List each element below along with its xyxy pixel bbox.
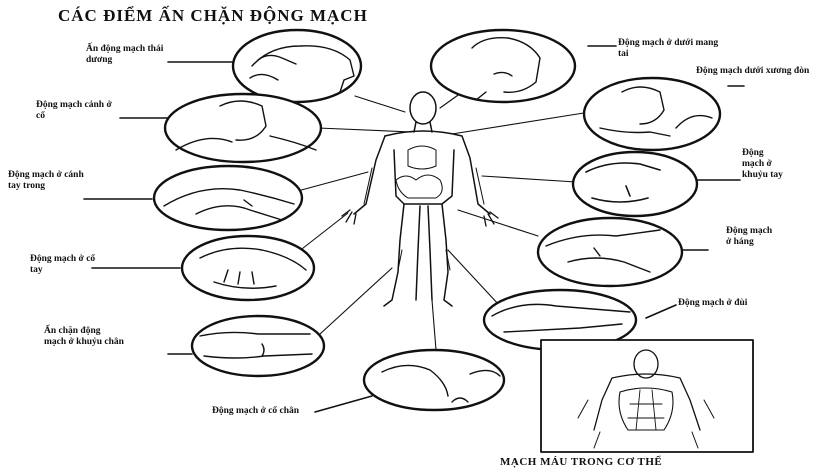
vessel-inset xyxy=(541,340,753,452)
temple-circle xyxy=(233,30,361,102)
label-thigh: Động mạch ở đùi xyxy=(678,298,758,309)
label-wrist: Động mạch ở cổ tay xyxy=(30,254,100,276)
label-temple: Ấn động mạch thái dương xyxy=(86,44,166,66)
ankle-circle xyxy=(364,350,504,410)
under-ear-circle xyxy=(431,30,575,102)
neck-circle xyxy=(165,94,321,162)
knee-circle xyxy=(192,316,324,376)
label-groin: Động mạch ở háng xyxy=(726,226,776,248)
label-collarbone: Động mạch dưới xương đòn xyxy=(696,66,824,77)
diagram-title: CÁC ĐIỂM ẤN CHẶN ĐỘNG MẠCH xyxy=(58,6,368,26)
label-under-ear: Động mạch ở dưới mang tai xyxy=(618,38,728,60)
label-neck: Động mạch cảnh ở cổ xyxy=(36,100,120,122)
label-inner-arm: Động mạch ở cánh tay trong xyxy=(8,170,90,192)
label-elbow: Động mạch ở khuỷu tay xyxy=(742,148,788,181)
label-ankle: Động mạch ở cổ chân xyxy=(212,406,312,417)
groin-circle xyxy=(538,218,682,286)
inner-arm-circle xyxy=(154,166,302,230)
inset-caption: MẠCH MÁU TRONG CƠ THỂ xyxy=(500,456,662,468)
label-knee: Ấn chặn động mạch ở khuỷu chân xyxy=(44,326,124,348)
elbow-circle xyxy=(573,152,697,216)
wrist-circle xyxy=(182,236,314,300)
body-figure xyxy=(342,92,498,306)
collarbone-circle xyxy=(584,78,720,150)
